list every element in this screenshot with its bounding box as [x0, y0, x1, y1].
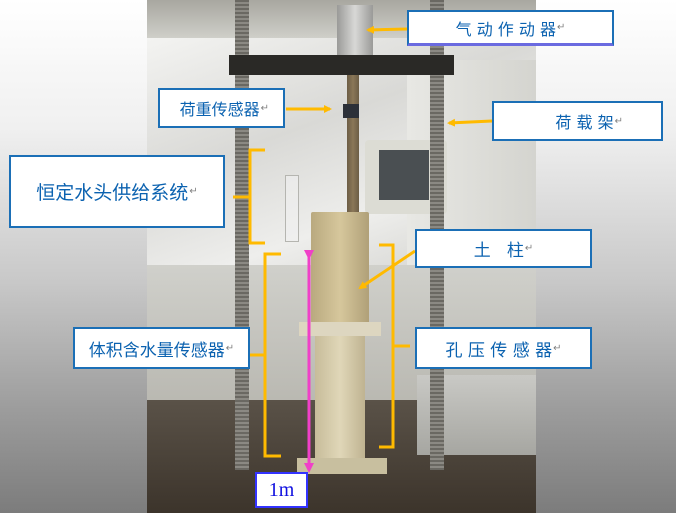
return-mark-icon: ↵ — [556, 22, 566, 33]
scale-label-text: 1m — [268, 478, 295, 501]
label-soil-column: 土 柱↵ — [415, 229, 592, 268]
label-volumetric-water-sensor: 体积含水量传感器↵ — [73, 327, 250, 369]
return-mark-icon: ↵ — [553, 342, 562, 354]
constant-head-bracket — [233, 148, 265, 245]
return-mark-icon: ↵ — [189, 186, 198, 197]
monitor-screen — [379, 150, 429, 200]
volumetric-water-bracket — [248, 252, 281, 458]
soil-column-arrow — [358, 249, 416, 290]
label-loading-frame-text: 荷 载 架 — [555, 113, 614, 132]
load-cell-body — [343, 104, 359, 118]
return-mark-icon: ↵ — [260, 102, 269, 114]
loading-frame-arrow — [447, 118, 493, 127]
label-volumetric-water-sensor-text: 体积含水量传感器 — [88, 340, 225, 361]
label-constant-head-text: 恒定水头供给系统 — [36, 182, 189, 204]
label-pore-pressure-sensor: 孔 压 传 感 器↵ — [415, 327, 592, 369]
label-actuator: 气 动 作 动 器↵ — [407, 10, 614, 46]
scale-label: 1m — [255, 472, 308, 508]
label-load-cell: 荷重传感器↵ — [158, 88, 285, 128]
column-base — [297, 458, 387, 474]
soil-column-upper — [311, 212, 369, 330]
soil-column-lower — [315, 336, 365, 464]
cross-beam — [229, 55, 454, 75]
return-mark-icon: ↵ — [524, 243, 534, 254]
label-pore-pressure-sensor-text: 孔 压 传 感 器 — [445, 340, 553, 361]
label-constant-head: 恒定水头供给系统↵ — [9, 155, 225, 228]
label-actuator-text: 气 动 作 动 器 — [455, 19, 556, 39]
label-loading-frame: 荷 载 架↵ — [492, 101, 663, 141]
label-load-cell-text: 荷重传感器 — [179, 100, 260, 119]
return-mark-icon: ↵ — [614, 115, 623, 127]
pore-pressure-bracket — [379, 243, 410, 449]
column-flange — [299, 322, 381, 336]
actuator-arrow — [366, 25, 408, 34]
constant-head-tube — [285, 175, 299, 242]
label-soil-column-text: 土 柱 — [473, 241, 524, 261]
return-mark-icon: ↵ — [225, 342, 235, 354]
